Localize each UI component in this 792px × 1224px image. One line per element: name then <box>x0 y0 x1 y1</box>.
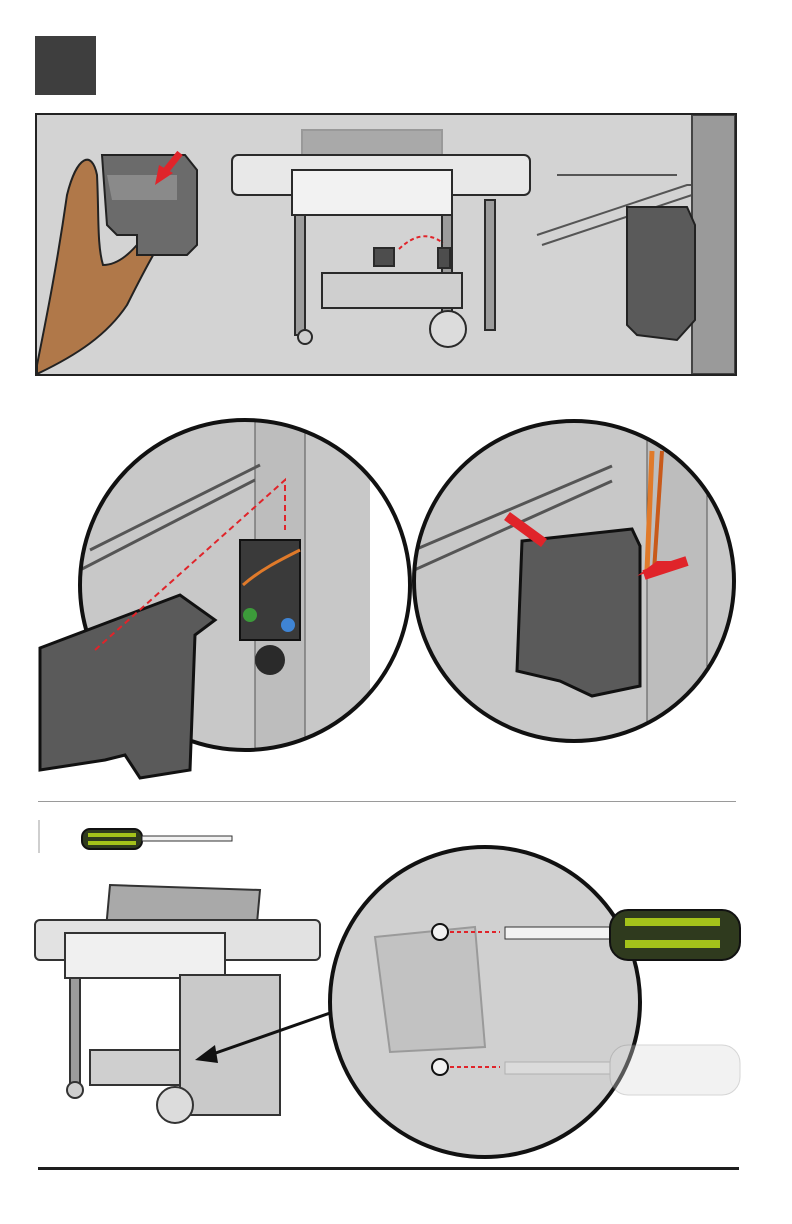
section-divider <box>38 801 736 802</box>
panel-top-art <box>37 115 735 374</box>
cover-icon <box>40 595 215 778</box>
tool-bracket <box>38 820 40 853</box>
screwdriver-icon <box>80 825 240 853</box>
magnified-detail-bottom <box>330 842 750 1172</box>
cover-icon <box>517 529 640 696</box>
magnified-detail-right <box>412 421 752 761</box>
footer-rule <box>38 1167 739 1170</box>
step-badge <box>35 36 96 95</box>
grill-overview <box>30 875 330 1145</box>
grill-icon <box>35 885 320 1123</box>
magnified-detail-left <box>30 420 370 800</box>
illustration-panel-top <box>35 113 737 376</box>
